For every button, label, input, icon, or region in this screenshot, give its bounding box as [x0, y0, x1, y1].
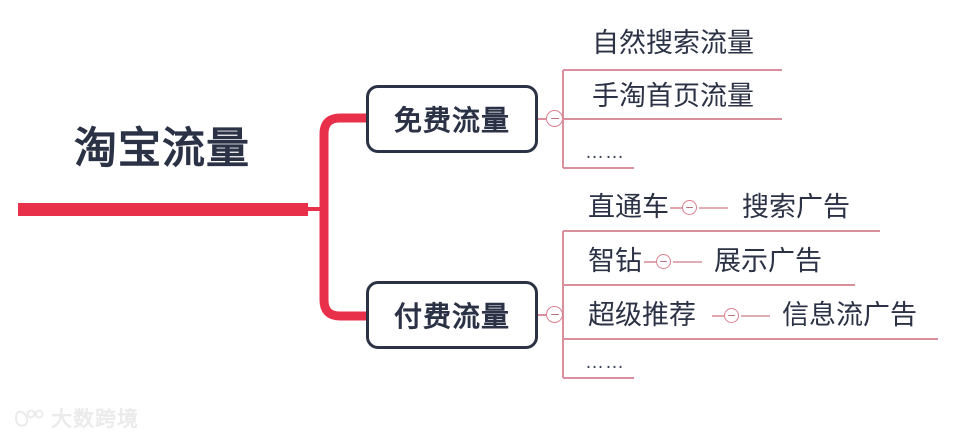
branch-node-paid-traffic-label: 付费流量 — [393, 301, 510, 332]
collapse-toggle-zhizuan-icon[interactable] — [656, 254, 671, 269]
branch-node-free-traffic[interactable]: 免费流量 — [366, 85, 538, 153]
leaf-paid-chaojituijian[interactable]: 超级推荐 — [588, 300, 696, 330]
minus-bar — [686, 206, 693, 209]
watermark: 大数跨境 — [14, 403, 139, 433]
root-node-label[interactable]: 淘宝流量 — [74, 125, 250, 173]
leaf-free-mobile-home[interactable]: 手淘首页流量 — [592, 81, 754, 111]
watermark-text: 大数跨境 — [51, 408, 139, 431]
minus-bar — [550, 117, 559, 120]
collapse-toggle-chaojituijian-icon[interactable] — [724, 308, 739, 323]
minus-bar — [660, 260, 667, 263]
leaf-paid-zhizuan-sub[interactable]: 展示广告 — [714, 246, 822, 276]
leaf-paid-chaojituijian-sub[interactable]: 信息流广告 — [782, 300, 917, 330]
leaf-free-ellipsis[interactable]: …… — [585, 142, 625, 163]
leaf-paid-ellipsis[interactable]: …… — [585, 352, 625, 373]
leaf-paid-zhizuan[interactable]: 智钻 — [588, 246, 642, 276]
collapse-toggle-zhitongche-icon[interactable] — [682, 200, 697, 215]
owl-logo-icon — [15, 409, 44, 427]
collapse-toggle-free-traffic-icon[interactable] — [546, 110, 563, 127]
minus-bar — [550, 313, 559, 316]
branch-node-free-traffic-label: 免费流量 — [393, 105, 510, 136]
collapse-toggle-paid-traffic-icon[interactable] — [546, 306, 563, 323]
leaf-paid-zhitongche-sub[interactable]: 搜索广告 — [742, 192, 850, 222]
branch-node-paid-traffic[interactable]: 付费流量 — [366, 281, 538, 349]
leaf-paid-zhitongche[interactable]: 直通车 — [588, 192, 669, 222]
minus-bar — [728, 314, 735, 317]
leaf-free-organic-search[interactable]: 自然搜索流量 — [592, 28, 754, 58]
